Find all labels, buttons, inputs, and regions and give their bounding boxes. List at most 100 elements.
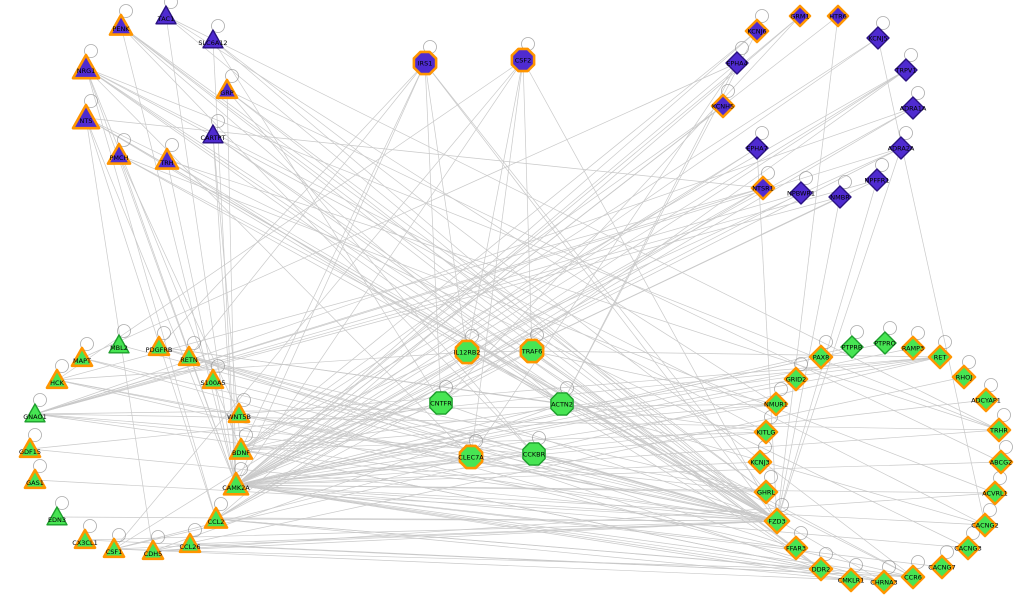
node-cntfr[interactable]: CNTFR (429, 391, 453, 415)
node-edn3[interactable]: EDN3 (46, 506, 68, 526)
node-csf2[interactable]: CSF2 (510, 47, 536, 73)
edge-cckbr-ghrl (533, 453, 767, 493)
edge-pdgfrb-ddr2 (158, 346, 822, 570)
node-trh[interactable]: TRH (154, 147, 180, 170)
node-ptpro[interactable]: PTPRO (873, 331, 897, 355)
node-cacng2[interactable]: CACNG2 (971, 512, 999, 538)
edge-slc6a12-cntfr (212, 39, 442, 404)
edge-clec7a-csf1 (113, 456, 472, 550)
diamond-node-shape (901, 96, 925, 120)
node-gnao1[interactable]: GNAO1 (23, 403, 47, 423)
node-epha7[interactable]: EPHA7 (745, 136, 769, 160)
edge-adra2a-fzd3 (776, 147, 902, 522)
node-irs1[interactable]: IRS1 (412, 50, 438, 76)
node-cckbr[interactable]: CCKBR (522, 442, 546, 466)
node-retn[interactable]: RETN (177, 345, 201, 367)
edge-traf6-ccl2 (215, 350, 533, 520)
edge-irs1-ghrl (424, 62, 767, 493)
node-abcg2[interactable]: ABCG2 (988, 449, 1014, 475)
node-clec7a[interactable]: CLEC7A (458, 444, 484, 470)
node-kcnj5[interactable]: KCNJ5 (866, 26, 890, 50)
node-cacng7[interactable]: CACNG7 (928, 554, 956, 580)
node-adcyap1[interactable]: ADCYAP1 (971, 387, 1001, 413)
edge-camk2a-fzd3 (235, 484, 778, 522)
triangle-node-shape (215, 78, 239, 100)
node-ccr6[interactable]: CCR6 (900, 564, 926, 590)
edge-nrg1-actn2 (85, 67, 563, 405)
node-kcnj6[interactable]: KCNJ6 (744, 18, 770, 44)
self-loop-hck (55, 359, 69, 373)
node-ramp3[interactable]: RAMP3 (900, 335, 926, 361)
edge-pmch-camk2a (118, 154, 237, 486)
triangle-node-shape (201, 368, 225, 390)
edge-trh-camk2a (166, 159, 237, 486)
node-cacng3[interactable]: CACNG3 (954, 535, 982, 561)
node-adra2a[interactable]: ADRA2A (888, 136, 915, 160)
edge-penk-ddr2 (120, 25, 822, 570)
edge-clec7a-fzd3 (470, 456, 778, 522)
edge-htr6-fzd3 (776, 15, 839, 522)
self-loop-pmch (117, 133, 131, 147)
node-tac1[interactable]: TAC1 (155, 5, 177, 25)
edge-mapt-fzd3 (81, 357, 778, 522)
node-mapt[interactable]: MAPT (70, 346, 94, 368)
node-htr6[interactable]: HTR6 (826, 4, 850, 28)
edge-trpv1-cntfr (440, 69, 907, 404)
triangle-node-shape (203, 506, 229, 529)
triangle-node-shape (71, 103, 101, 130)
node-grp[interactable]: GRP (215, 78, 239, 100)
node-grid2[interactable]: GRID2 (783, 366, 809, 392)
node-nts[interactable]: NTS (71, 103, 101, 130)
triangle-node-shape (71, 53, 101, 80)
node-kcnh5[interactable]: KCNH5 (710, 93, 736, 119)
edge-actn2-cacng2 (561, 403, 986, 526)
node-adra1a[interactable]: ADRA1A (900, 96, 927, 120)
edge-camk2a-pax8 (235, 356, 822, 486)
node-grm1[interactable]: GRM1 (788, 4, 812, 28)
node-nmbr[interactable]: NMBR (828, 185, 852, 209)
edge-cartpt-camk2a (212, 134, 237, 486)
node-hck[interactable]: HCK (45, 368, 69, 390)
edge-grp-cckbr (226, 89, 535, 455)
node-cartpt[interactable]: CARTPT (201, 124, 226, 144)
node-gas1[interactable]: GAS1 (23, 468, 47, 490)
edge-gnao1-fzd3 (34, 413, 778, 522)
diamond-node-shape (763, 391, 789, 417)
self-loop-grp (225, 69, 239, 83)
node-acvrl1[interactable]: ACVRL1 (982, 480, 1008, 506)
node-pmch[interactable]: PMCH (106, 142, 132, 165)
edge-cx3cl1-fzd3 (84, 520, 778, 541)
node-ptprb[interactable]: PTPRB (840, 335, 864, 359)
node-trpv1[interactable]: TRPV1 (894, 58, 918, 82)
edge-cdh5-acvrl1 (152, 492, 996, 552)
triangle-node-shape (147, 335, 171, 357)
edge-nrg1-fzd3 (85, 67, 778, 522)
edge-irs1-bdnf (240, 62, 426, 451)
node-mbl2[interactable]: MBL2 (108, 334, 130, 354)
edge-gnao1-ghrl (34, 413, 767, 493)
self-loop-mapt (80, 337, 94, 351)
node-nrg1[interactable]: NRG1 (71, 53, 101, 80)
node-actn2[interactable]: ACTN2 (550, 392, 574, 416)
node-penk[interactable]: PENK (108, 13, 134, 36)
edge-cx3cl1-ccr6 (84, 539, 914, 578)
node-ghrl[interactable]: GHRL (753, 479, 779, 505)
node-il12rb2[interactable]: IL12RB2 (454, 339, 481, 365)
edge-camk2a-trhr (235, 429, 1000, 486)
self-loop-pdgfrb (157, 326, 171, 340)
edge-slc6a12-fzd3 (212, 39, 778, 522)
node-traf6[interactable]: TRAF6 (519, 338, 545, 364)
node-ret[interactable]: RET (927, 344, 953, 370)
node-pdgfrb[interactable]: PDGFRB (146, 335, 173, 357)
self-loop-cacng3 (966, 526, 980, 540)
self-loop-rhoj (962, 355, 976, 369)
node-slc6a12[interactable]: SLC6A12 (198, 29, 228, 49)
octagon-node-shape (550, 392, 574, 416)
node-rhoj[interactable]: RHOJ (951, 364, 977, 390)
node-npbwr1[interactable]: NPBWR1 (787, 181, 815, 205)
node-npffr1[interactable]: NPFFR1 (865, 168, 890, 192)
node-cx3cl1[interactable]: CX3CL1 (72, 528, 98, 550)
node-trhr[interactable]: TRHR (986, 417, 1012, 443)
self-loop-adra2a (899, 126, 913, 140)
